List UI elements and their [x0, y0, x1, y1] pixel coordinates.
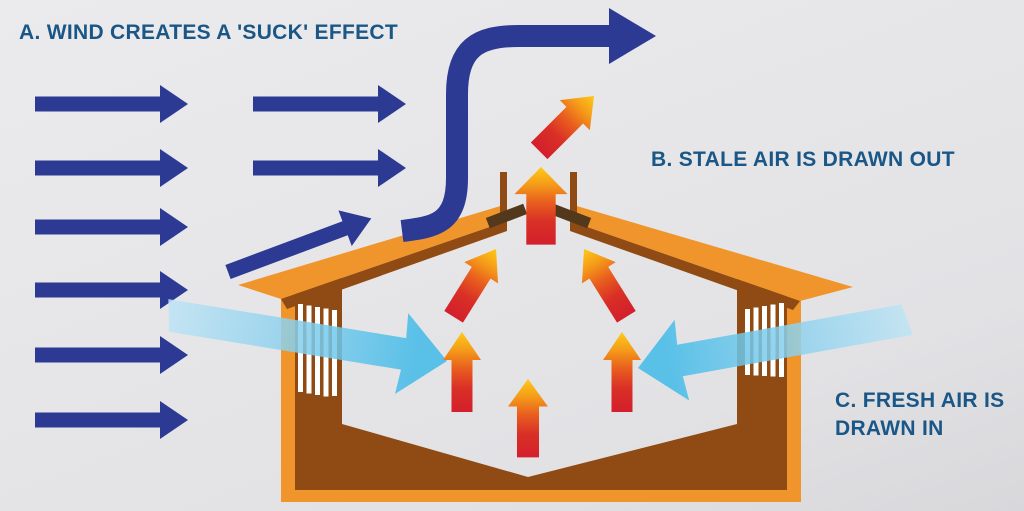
right-wall-outer — [787, 288, 801, 501]
stale-air-arrow-mid-left — [443, 332, 481, 412]
label-wind-suck-effect: A. WIND CREATES A 'SUCK' EFFECT — [19, 21, 399, 44]
ridge-post-left — [500, 172, 507, 223]
label-fresh-air-drawn-in: C. FRESH AIR IS DRAWN IN — [835, 387, 1004, 443]
roof-left-underside — [281, 221, 507, 309]
suction-arrow-head — [609, 8, 656, 64]
wind-arrow-row6 — [35, 401, 188, 439]
ridge-baffle-left — [485, 203, 528, 229]
roof-right-top — [570, 204, 853, 301]
roof-right-underside — [570, 221, 800, 310]
label-fresh-air-line2: DRAWN IN — [835, 417, 944, 440]
floor — [342, 424, 737, 492]
wind-arrow-short1 — [253, 85, 406, 123]
wind-arrow-row5 — [35, 336, 188, 374]
wind-arrow-short2 — [253, 149, 406, 187]
stale-air-arrow-exhaust — [524, 80, 610, 166]
label-stale-air-drawn-out: B. STALE AIR IS DRAWN OUT — [651, 148, 955, 171]
wind-arrow-row4 — [35, 271, 188, 309]
wind-arrow-row1 — [35, 85, 188, 123]
stale-air-arrow-mid-right — [603, 332, 641, 412]
suction-arrow-curve — [400, 25, 611, 242]
wind-arrow-row2 — [35, 149, 188, 187]
stale-air-arrow-bottom — [508, 379, 548, 458]
suction-arrow — [400, 8, 656, 242]
label-fresh-air-line1: C. FRESH AIR IS — [835, 389, 1005, 412]
floor-base — [281, 490, 801, 502]
ridge-baffle-right — [549, 203, 592, 229]
wind-arrow-row3 — [35, 208, 188, 246]
house-cross-section — [238, 172, 853, 502]
ridge-post-right — [570, 172, 577, 223]
